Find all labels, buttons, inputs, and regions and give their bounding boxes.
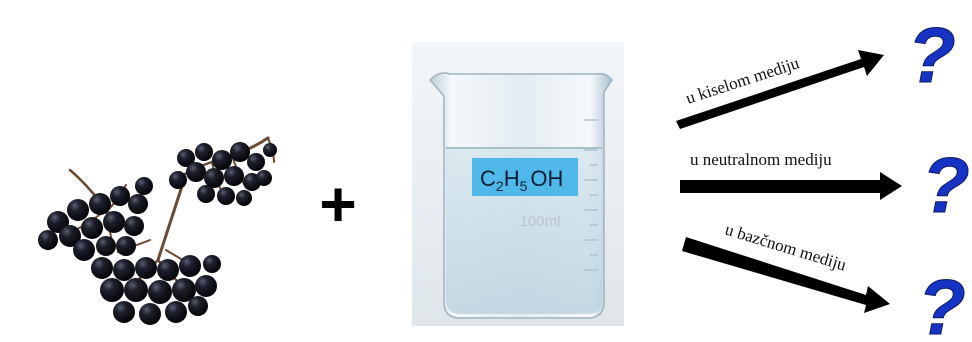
arrow-basic <box>682 237 890 313</box>
formula-part-5: 5 <box>520 178 528 194</box>
berry-cluster-bottom <box>91 255 221 325</box>
formula-part-h: H <box>504 166 520 191</box>
outcome-acidic: u kiselom mediju ? <box>676 11 956 129</box>
plus-operator: + <box>319 168 356 240</box>
formula-part-2: 2 <box>496 178 504 194</box>
arrow-neutral <box>680 172 902 200</box>
elderberries-image <box>38 136 277 325</box>
question-mark-neutral: ? <box>922 141 970 229</box>
outcome-neutral: u neutralnom mediju ? <box>680 141 970 230</box>
berry-cluster-top <box>169 142 277 206</box>
beaker-volume-mark: 100ml <box>520 213 561 230</box>
question-mark-acidic: ? <box>908 11 956 99</box>
berry-cluster-left <box>38 177 153 261</box>
graduation-marks <box>584 119 598 271</box>
arrow-acidic <box>676 50 884 129</box>
beaker-label-tape <box>472 158 578 196</box>
question-mark-basic: ? <box>918 263 966 342</box>
formula-part-c: C <box>480 166 496 191</box>
formula-part-oh: OH <box>530 166 563 191</box>
outcome-basic: u bazčnom mediju ? <box>682 220 966 342</box>
label-neutral: u neutralnom mediju <box>690 150 832 169</box>
